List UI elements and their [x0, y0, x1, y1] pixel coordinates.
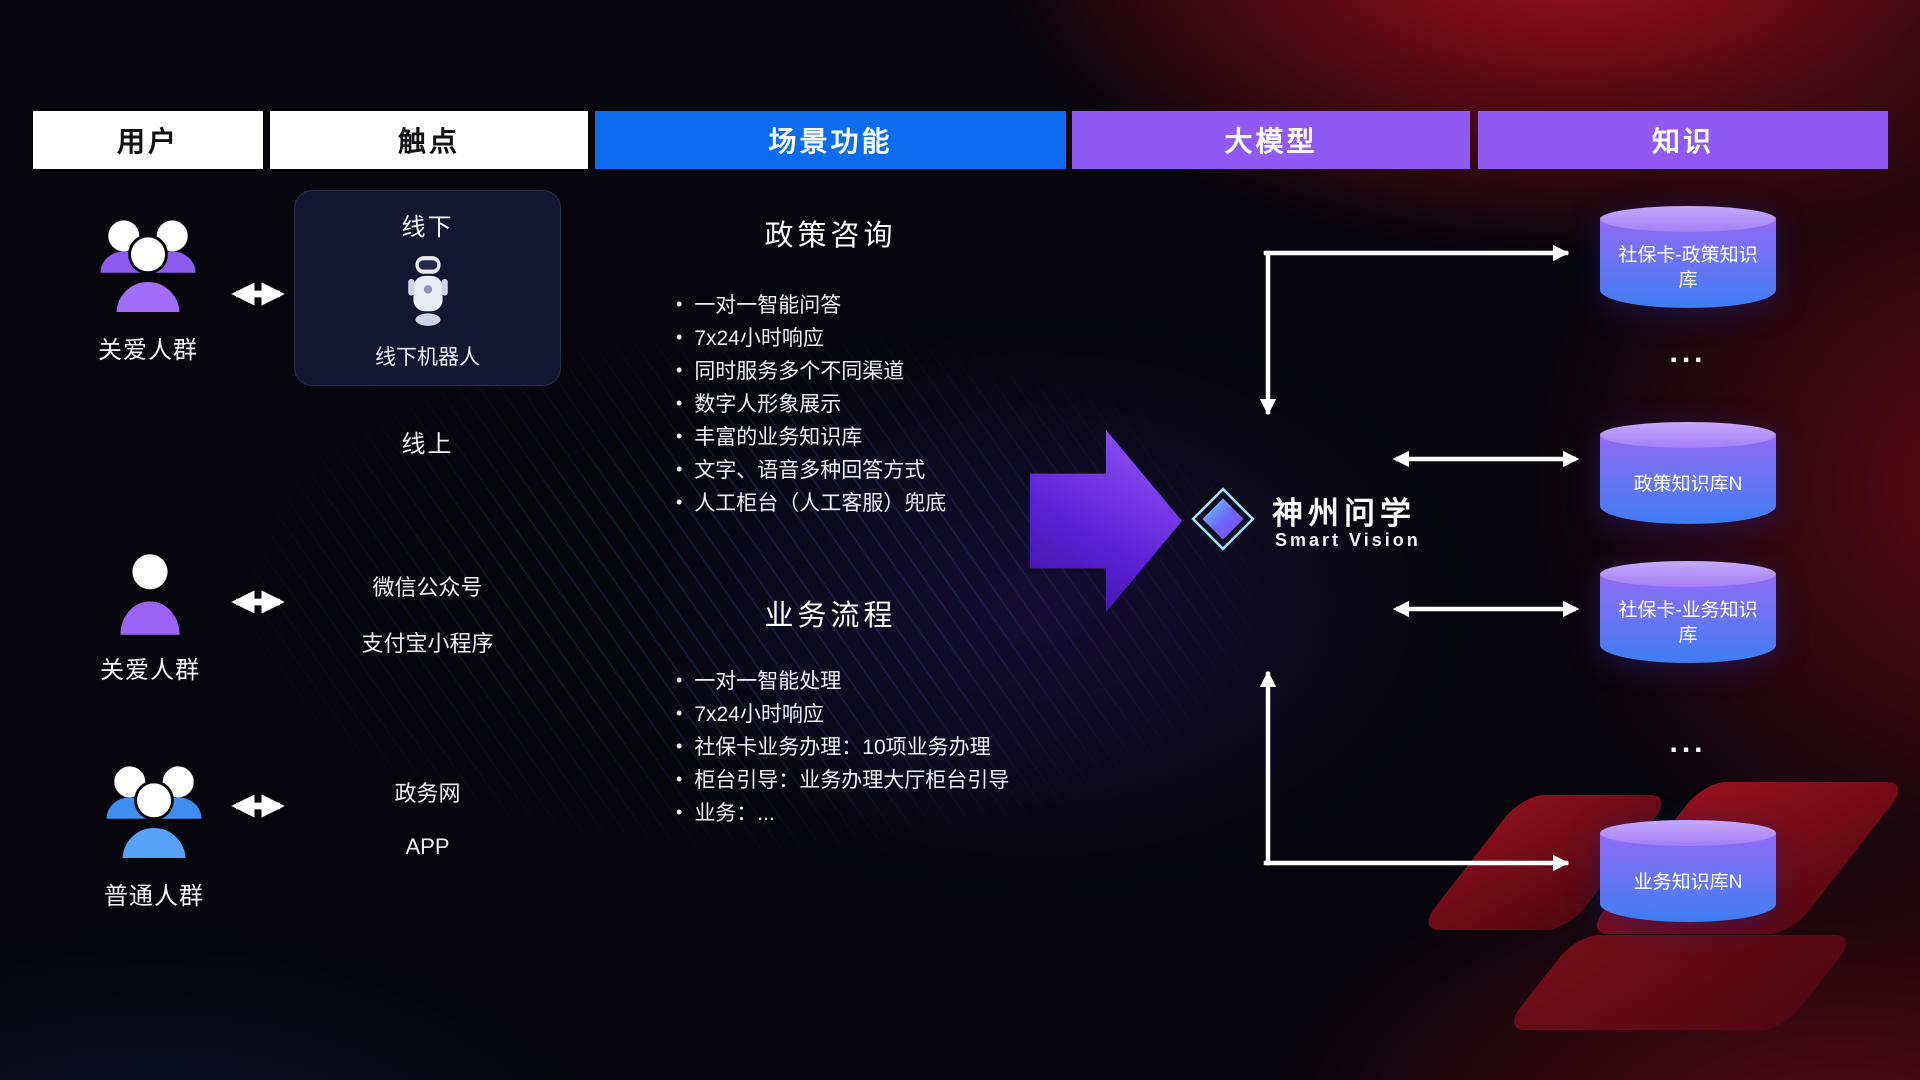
- database-icon: [1600, 435, 1776, 524]
- knowledge-db-label: 社保卡-政策知识库: [1618, 245, 1758, 291]
- scenario-business-bullets: 一对一智能处理 7x24小时响应 社保卡业务办理：10项业务办理 柜台引导：业务…: [676, 665, 1176, 830]
- database-icon-cap: [1600, 422, 1776, 448]
- knowledge-db-label: 政策知识库N: [1633, 473, 1743, 495]
- scenario-business-title: 业务流程: [764, 600, 897, 632]
- scenario-bullet: 一对一智能问答: [676, 289, 1176, 322]
- scenario-bullet: 人工柜台（人工客服）兜底: [676, 487, 1176, 520]
- touchpoint-offline-card: 线下 线下机器人: [294, 190, 561, 386]
- user-group-label: 关爱人群: [100, 657, 200, 684]
- scenario-bullet: 业务：...: [676, 797, 1176, 830]
- scenario-bullet: 柜台引导：业务办理大厅柜台引导: [676, 764, 1176, 797]
- model-name: 神州问学: [1272, 496, 1416, 531]
- users-group-purple-icon: [100, 220, 196, 315]
- user-group-care-1: 关爱人群: [62, 210, 234, 365]
- gov-web-channel-label: 政务网: [394, 781, 461, 806]
- column-header-knowledge: 知识: [1478, 111, 1888, 169]
- knowledge-ellipsis-2: ...: [1669, 726, 1707, 759]
- column-header-model: 大模型: [1072, 111, 1470, 169]
- knowledge-db-policy-social: 社保卡-政策知识库: [1600, 206, 1776, 308]
- knowledge-db-label: 业务知识库N: [1633, 871, 1743, 893]
- scenario-bullet: 7x24小时响应: [676, 698, 1176, 731]
- knowledge-ellipsis-1: ...: [1669, 336, 1707, 369]
- database-icon: [1600, 833, 1776, 922]
- robot-icon: [407, 256, 448, 326]
- scenario-policy-title: 政策咨询: [764, 220, 897, 252]
- offline-title: 线下: [401, 214, 454, 241]
- knowledge-db-business-social: 社保卡-业务知识库: [1600, 561, 1776, 663]
- alipay-channel-label: 支付宝小程序: [361, 631, 494, 656]
- scenario-bullet: 文字、语音多种回答方式: [676, 454, 1176, 487]
- scenario-bullet: 丰富的业务知识库: [676, 421, 1176, 454]
- user-group-label: 普通人群: [104, 883, 204, 910]
- scenario-policy-bullets: 一对一智能问答 7x24小时响应 同时服务多个不同渠道 数字人形象展示 丰富的业…: [676, 289, 1176, 520]
- offline-robot-label: 线下机器人: [375, 346, 480, 369]
- online-title: 线上: [401, 431, 454, 458]
- model-subtitle: Smart Vision: [1275, 530, 1421, 550]
- database-icon-cap: [1600, 561, 1776, 587]
- user-group-care-2: 关爱人群: [70, 548, 230, 685]
- knowledge-db-business-n: 业务知识库N: [1600, 820, 1776, 922]
- scenario-bullet: 同时服务多个不同渠道: [676, 355, 1176, 388]
- user-single-purple-icon: [120, 554, 180, 635]
- scenario-bullet: 社保卡业务办理：10项业务办理: [676, 731, 1176, 764]
- database-icon-cap: [1600, 206, 1776, 232]
- user-group-label: 关爱人群: [98, 337, 198, 364]
- knowledge-db-label: 社保卡-业务知识库: [1618, 600, 1758, 646]
- model-logo-diamond-icon: [1191, 487, 1255, 551]
- scenario-bullet: 7x24小时响应: [676, 322, 1176, 355]
- column-header-scenario: 场景功能: [595, 111, 1066, 169]
- knowledge-db-policy-n: 政策知识库N: [1600, 422, 1776, 524]
- users-group-blue-icon: [106, 766, 202, 861]
- column-header-user: 用户: [33, 111, 263, 169]
- database-icon: [1600, 574, 1776, 663]
- column-header-touchpoint: 触点: [270, 111, 588, 169]
- database-icon: [1600, 219, 1776, 308]
- wechat-channel-label: 微信公众号: [372, 575, 483, 600]
- scenario-bullet: 数字人形象展示: [676, 388, 1176, 421]
- database-icon-cap: [1600, 820, 1776, 846]
- app-channel-label: APP: [405, 834, 450, 859]
- user-group-general: 普通人群: [66, 756, 242, 911]
- scenario-bullet: 一对一智能处理: [676, 665, 1176, 698]
